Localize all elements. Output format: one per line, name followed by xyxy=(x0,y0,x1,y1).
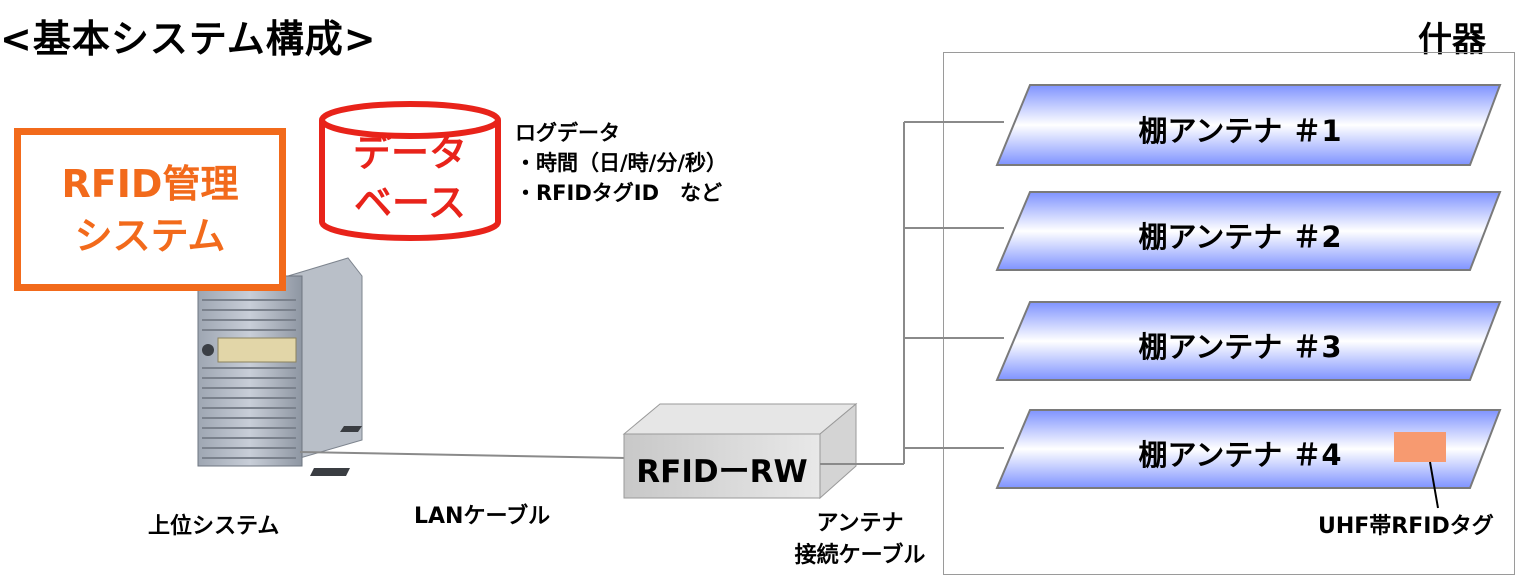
database-line2: ベース xyxy=(353,181,467,225)
database-line1: データ xyxy=(352,131,467,175)
rfid-reader-writer-icon xyxy=(622,402,858,500)
lan-cable-label: LANケーブル xyxy=(414,504,551,529)
fixture-label: 什器 xyxy=(1418,20,1486,60)
rfid-tag-label: UHF帯RFIDタグ xyxy=(1318,514,1494,539)
antenna-panel xyxy=(995,409,1502,489)
antenna-panel xyxy=(995,191,1502,271)
antenna-cable-lines xyxy=(820,121,1004,465)
log-item-time: ・時間（日/時/分/秒） xyxy=(515,151,728,175)
fixture-frame xyxy=(943,52,1515,575)
antenna-cable-label: アンテナ 接続ケーブル xyxy=(770,508,950,572)
rfid-management-system-box: RFID管理 システム xyxy=(14,128,286,291)
database-cylinder-icon xyxy=(319,101,501,241)
log-heading: ログデータ xyxy=(515,121,620,145)
tag-leader-line xyxy=(1429,461,1439,509)
page-title: <基本システム構成> xyxy=(0,17,377,61)
antenna-label-1: 棚アンテナ ＃1 xyxy=(1138,114,1342,148)
antenna-label-3: 棚アンテナ ＃3 xyxy=(1138,330,1342,364)
rfid-tag-icon xyxy=(1394,432,1446,462)
rfid-rw-label: RFIDーRW xyxy=(636,454,808,490)
antenna-panel xyxy=(995,301,1502,381)
antenna-label-4: 棚アンテナ ＃4 xyxy=(1138,438,1342,472)
rfid-management-line1: RFID管理 xyxy=(61,161,239,206)
antenna-cable-line2: 接続ケーブル xyxy=(794,543,926,568)
database-label: データ ベース xyxy=(322,128,498,228)
server-label: 上位システム xyxy=(148,514,280,539)
log-data-description: ログデータ ・時間（日/時/分/秒） ・RFIDタグID など xyxy=(515,118,727,208)
antenna-cable-line1: アンテナ xyxy=(816,511,904,536)
antenna-label-2: 棚アンテナ ＃2 xyxy=(1138,220,1342,254)
antenna-panel xyxy=(995,84,1502,166)
log-item-tagid: ・RFIDタグID など xyxy=(515,181,723,205)
server-tower-icon xyxy=(197,257,363,476)
lan-cable-line xyxy=(299,451,627,459)
rfid-management-line2: システム xyxy=(74,213,226,258)
